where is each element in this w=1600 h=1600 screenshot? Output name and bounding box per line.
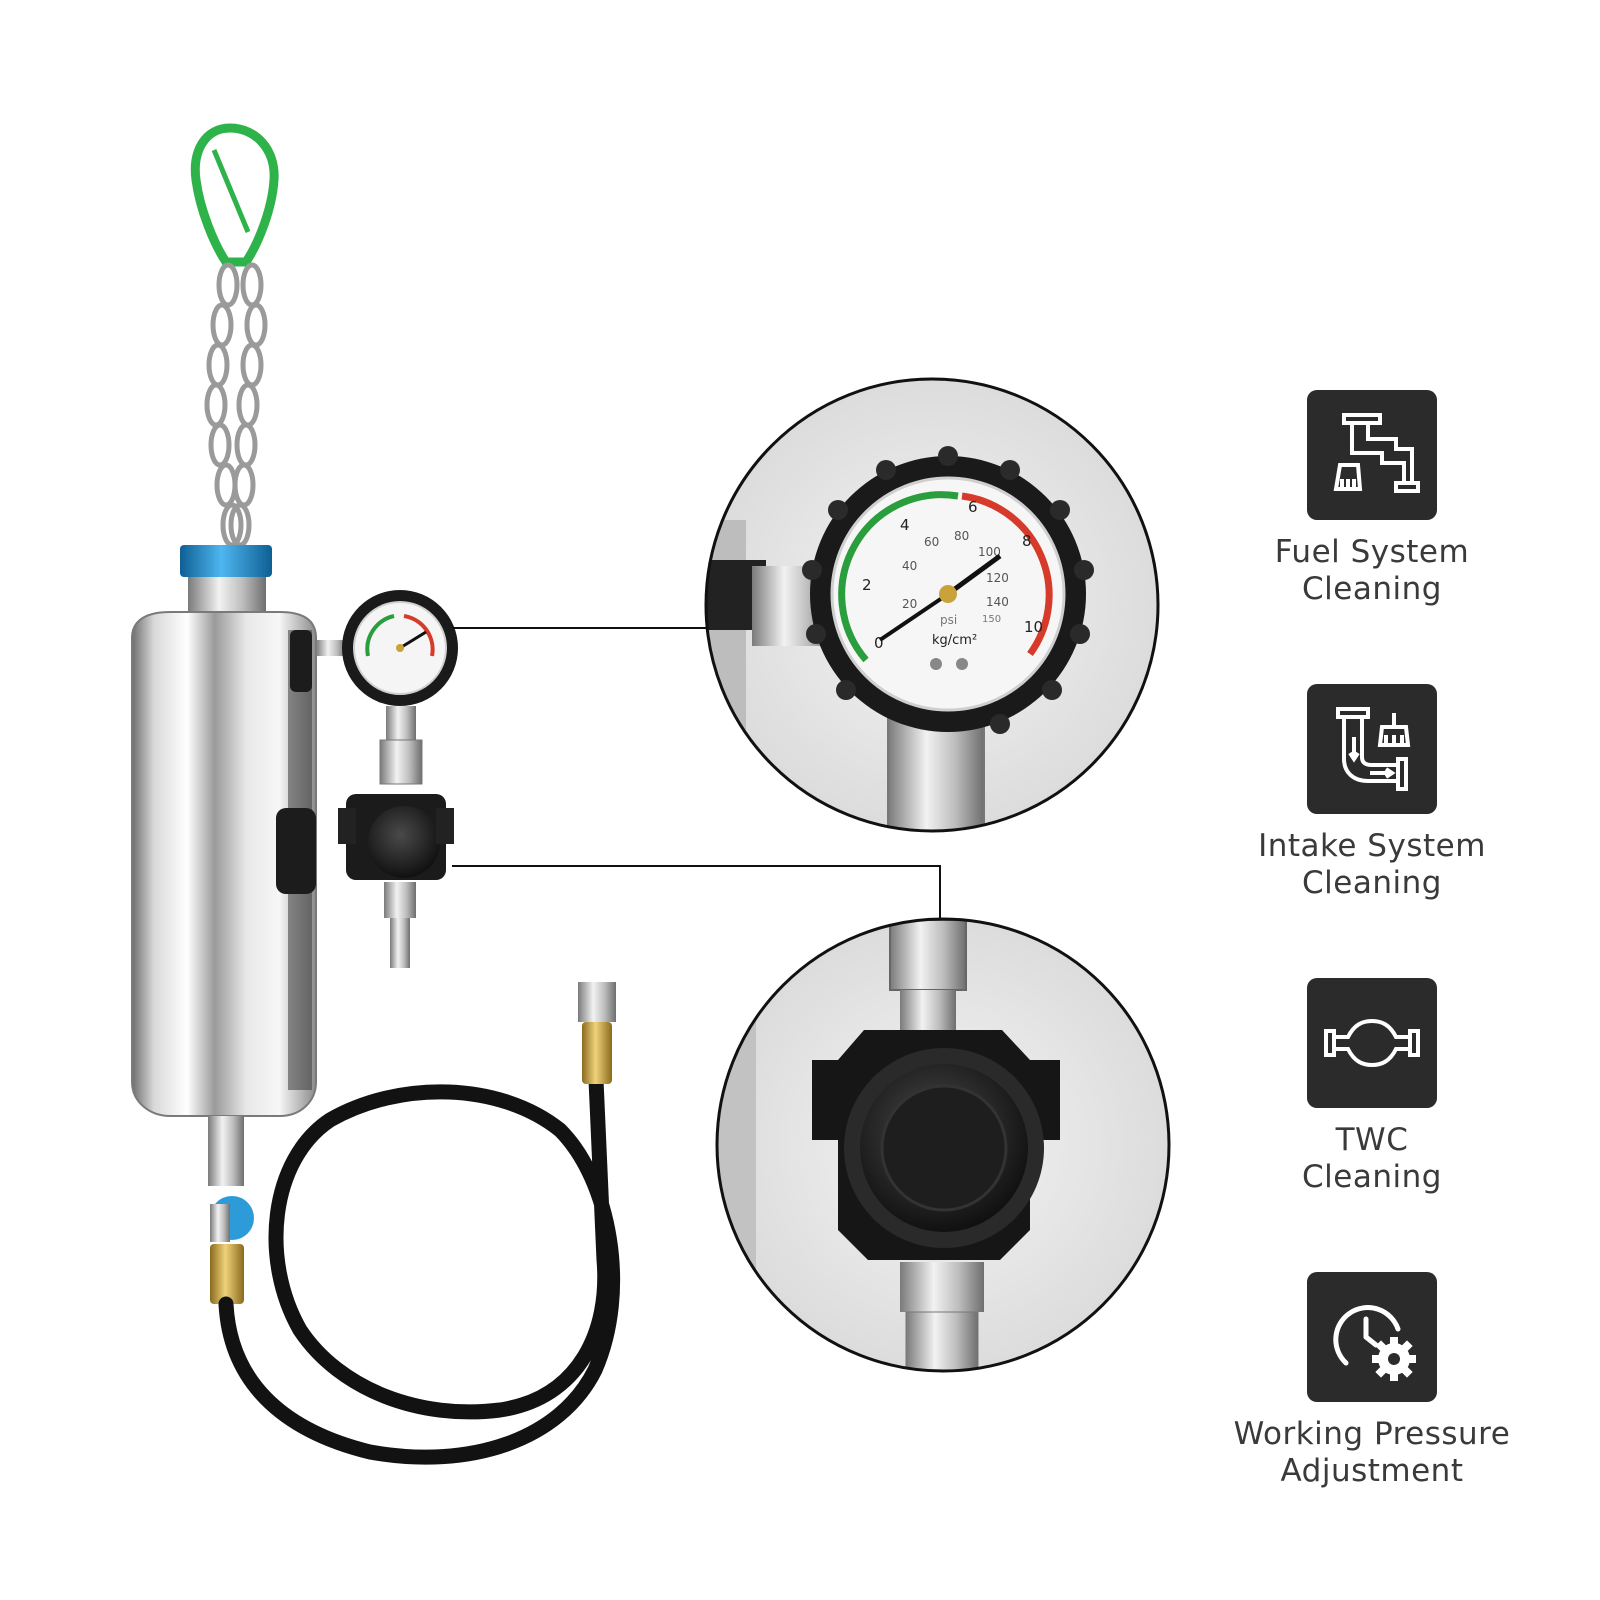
gauge-tick-8: 8 <box>1022 532 1032 550</box>
gauge-psi-140: 140 <box>986 595 1009 609</box>
cleaning-tank <box>131 611 317 1117</box>
gauge-tick-4: 4 <box>900 516 910 534</box>
gauge-unit-psi: psi <box>940 613 957 627</box>
feature-tile <box>1307 1272 1437 1402</box>
intake-pipe-brush-icon <box>1336 707 1411 791</box>
feature-tile <box>1307 978 1437 1108</box>
feature-label-line1: Fuel System <box>1274 534 1470 570</box>
pipe-brush-icon <box>1333 413 1420 493</box>
small-pressure-gauge <box>342 590 458 706</box>
callout-line-regulator <box>452 865 941 920</box>
catalytic-converter-icon <box>1324 1018 1420 1068</box>
gauge-psi-120: 120 <box>986 571 1009 585</box>
gauge-tick-0: 0 <box>874 634 884 652</box>
chain <box>204 262 268 548</box>
feature-label-line1: Working Pressure <box>1233 1416 1511 1452</box>
feature-label-line2: Cleaning <box>1302 571 1442 607</box>
feature-working-pressure-adjustment: Working Pressure Adjustment <box>1212 1272 1532 1490</box>
hose <box>218 1072 621 1465</box>
gauge-tick-2: 2 <box>862 576 872 594</box>
zoom-regulator-detail <box>715 917 1171 1373</box>
feature-label-line2: Cleaning <box>1302 865 1442 901</box>
gauge-psi-60: 60 <box>924 535 939 549</box>
feature-tile <box>1307 390 1437 520</box>
clock-gear-icon <box>1333 1305 1416 1381</box>
gauge-psi-40: 40 <box>902 559 917 573</box>
gauge-psi-100: 100 <box>978 545 1001 559</box>
tank-cap <box>180 545 272 577</box>
feature-label-line2: Cleaning <box>1302 1159 1442 1195</box>
feature-intake-system-cleaning: Intake System Cleaning <box>1212 684 1532 902</box>
gauge-psi-20: 20 <box>902 597 917 611</box>
feature-fuel-system-cleaning: Fuel System Cleaning <box>1212 390 1532 608</box>
feature-label-line2: Adjustment <box>1280 1453 1464 1489</box>
gauge-tick-10: 10 <box>1024 618 1043 636</box>
feature-label-line1: Intake System <box>1258 828 1486 864</box>
carabiner <box>190 123 279 267</box>
feature-twc-cleaning: TWC Cleaning <box>1212 978 1532 1196</box>
feature-tile <box>1307 684 1437 814</box>
gauge-psi-150: 150 <box>982 614 1001 625</box>
zoom-gauge-detail: 0 2 4 6 8 10 20 40 60 80 100 120 140 150… <box>704 377 1160 833</box>
gauge-psi-80: 80 <box>954 529 969 543</box>
gauge-tick-6: 6 <box>968 498 978 516</box>
gauge-unit-kgcm2: kg/cm² <box>932 633 977 648</box>
small-regulator <box>338 794 454 880</box>
feature-label-line1: TWC <box>1335 1122 1409 1158</box>
